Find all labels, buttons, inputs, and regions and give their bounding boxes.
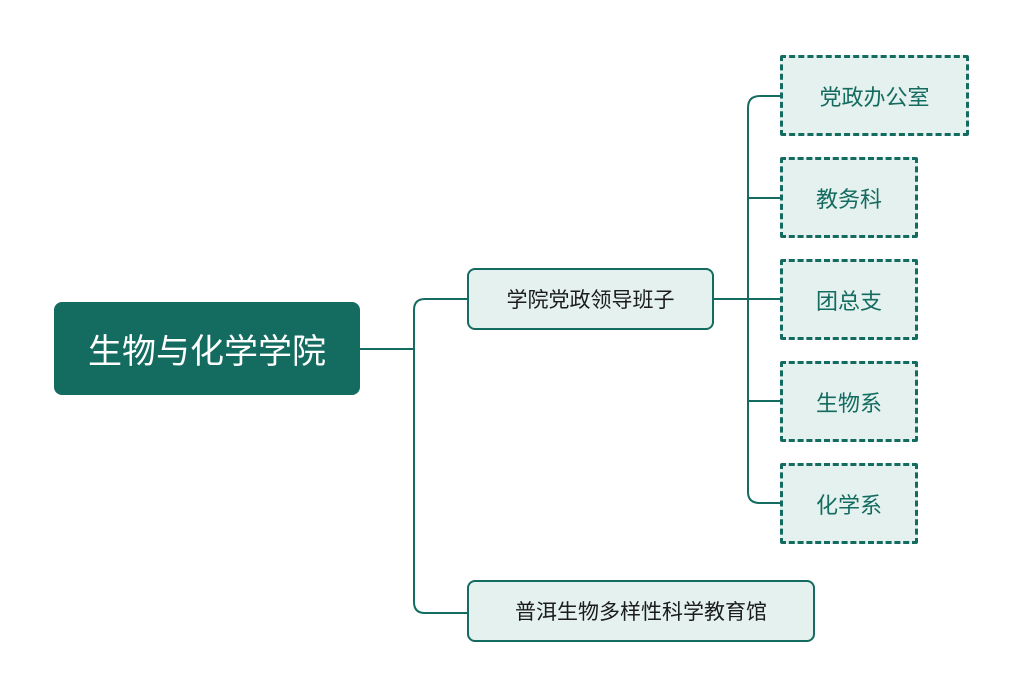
leaf-node-label: 党政办公室 (819, 85, 930, 111)
branch-node-leadership[interactable]: 学院党政领导班子 (467, 268, 714, 330)
connector-leadership-leaves (714, 95, 795, 504)
branch-node-label: 学院党政领导班子 (506, 288, 675, 312)
leaf-node-label: 团总支 (815, 289, 882, 315)
root-node[interactable]: 生物与化学学院 (54, 302, 360, 395)
leaf-node-biology-dept[interactable]: 生物系 (780, 361, 918, 442)
leaf-node-label: 化学系 (815, 493, 882, 519)
root-node-label: 生物与化学学院 (88, 332, 326, 372)
branch-node-label: 普洱生物多样性科学教育馆 (515, 600, 767, 624)
leaf-node-label: 生物系 (815, 391, 882, 417)
leaf-node-academic-affairs[interactable]: 教务科 (780, 157, 918, 238)
branch-node-museum[interactable]: 普洱生物多样性科学教育馆 (467, 580, 815, 642)
leaf-node-chemistry-dept[interactable]: 化学系 (780, 463, 918, 544)
leaf-node-youth-league[interactable]: 团总支 (780, 259, 918, 340)
leaf-node-party-office[interactable]: 党政办公室 (780, 55, 969, 136)
leaf-node-label: 教务科 (815, 187, 882, 213)
connector-root-branches (360, 298, 467, 614)
